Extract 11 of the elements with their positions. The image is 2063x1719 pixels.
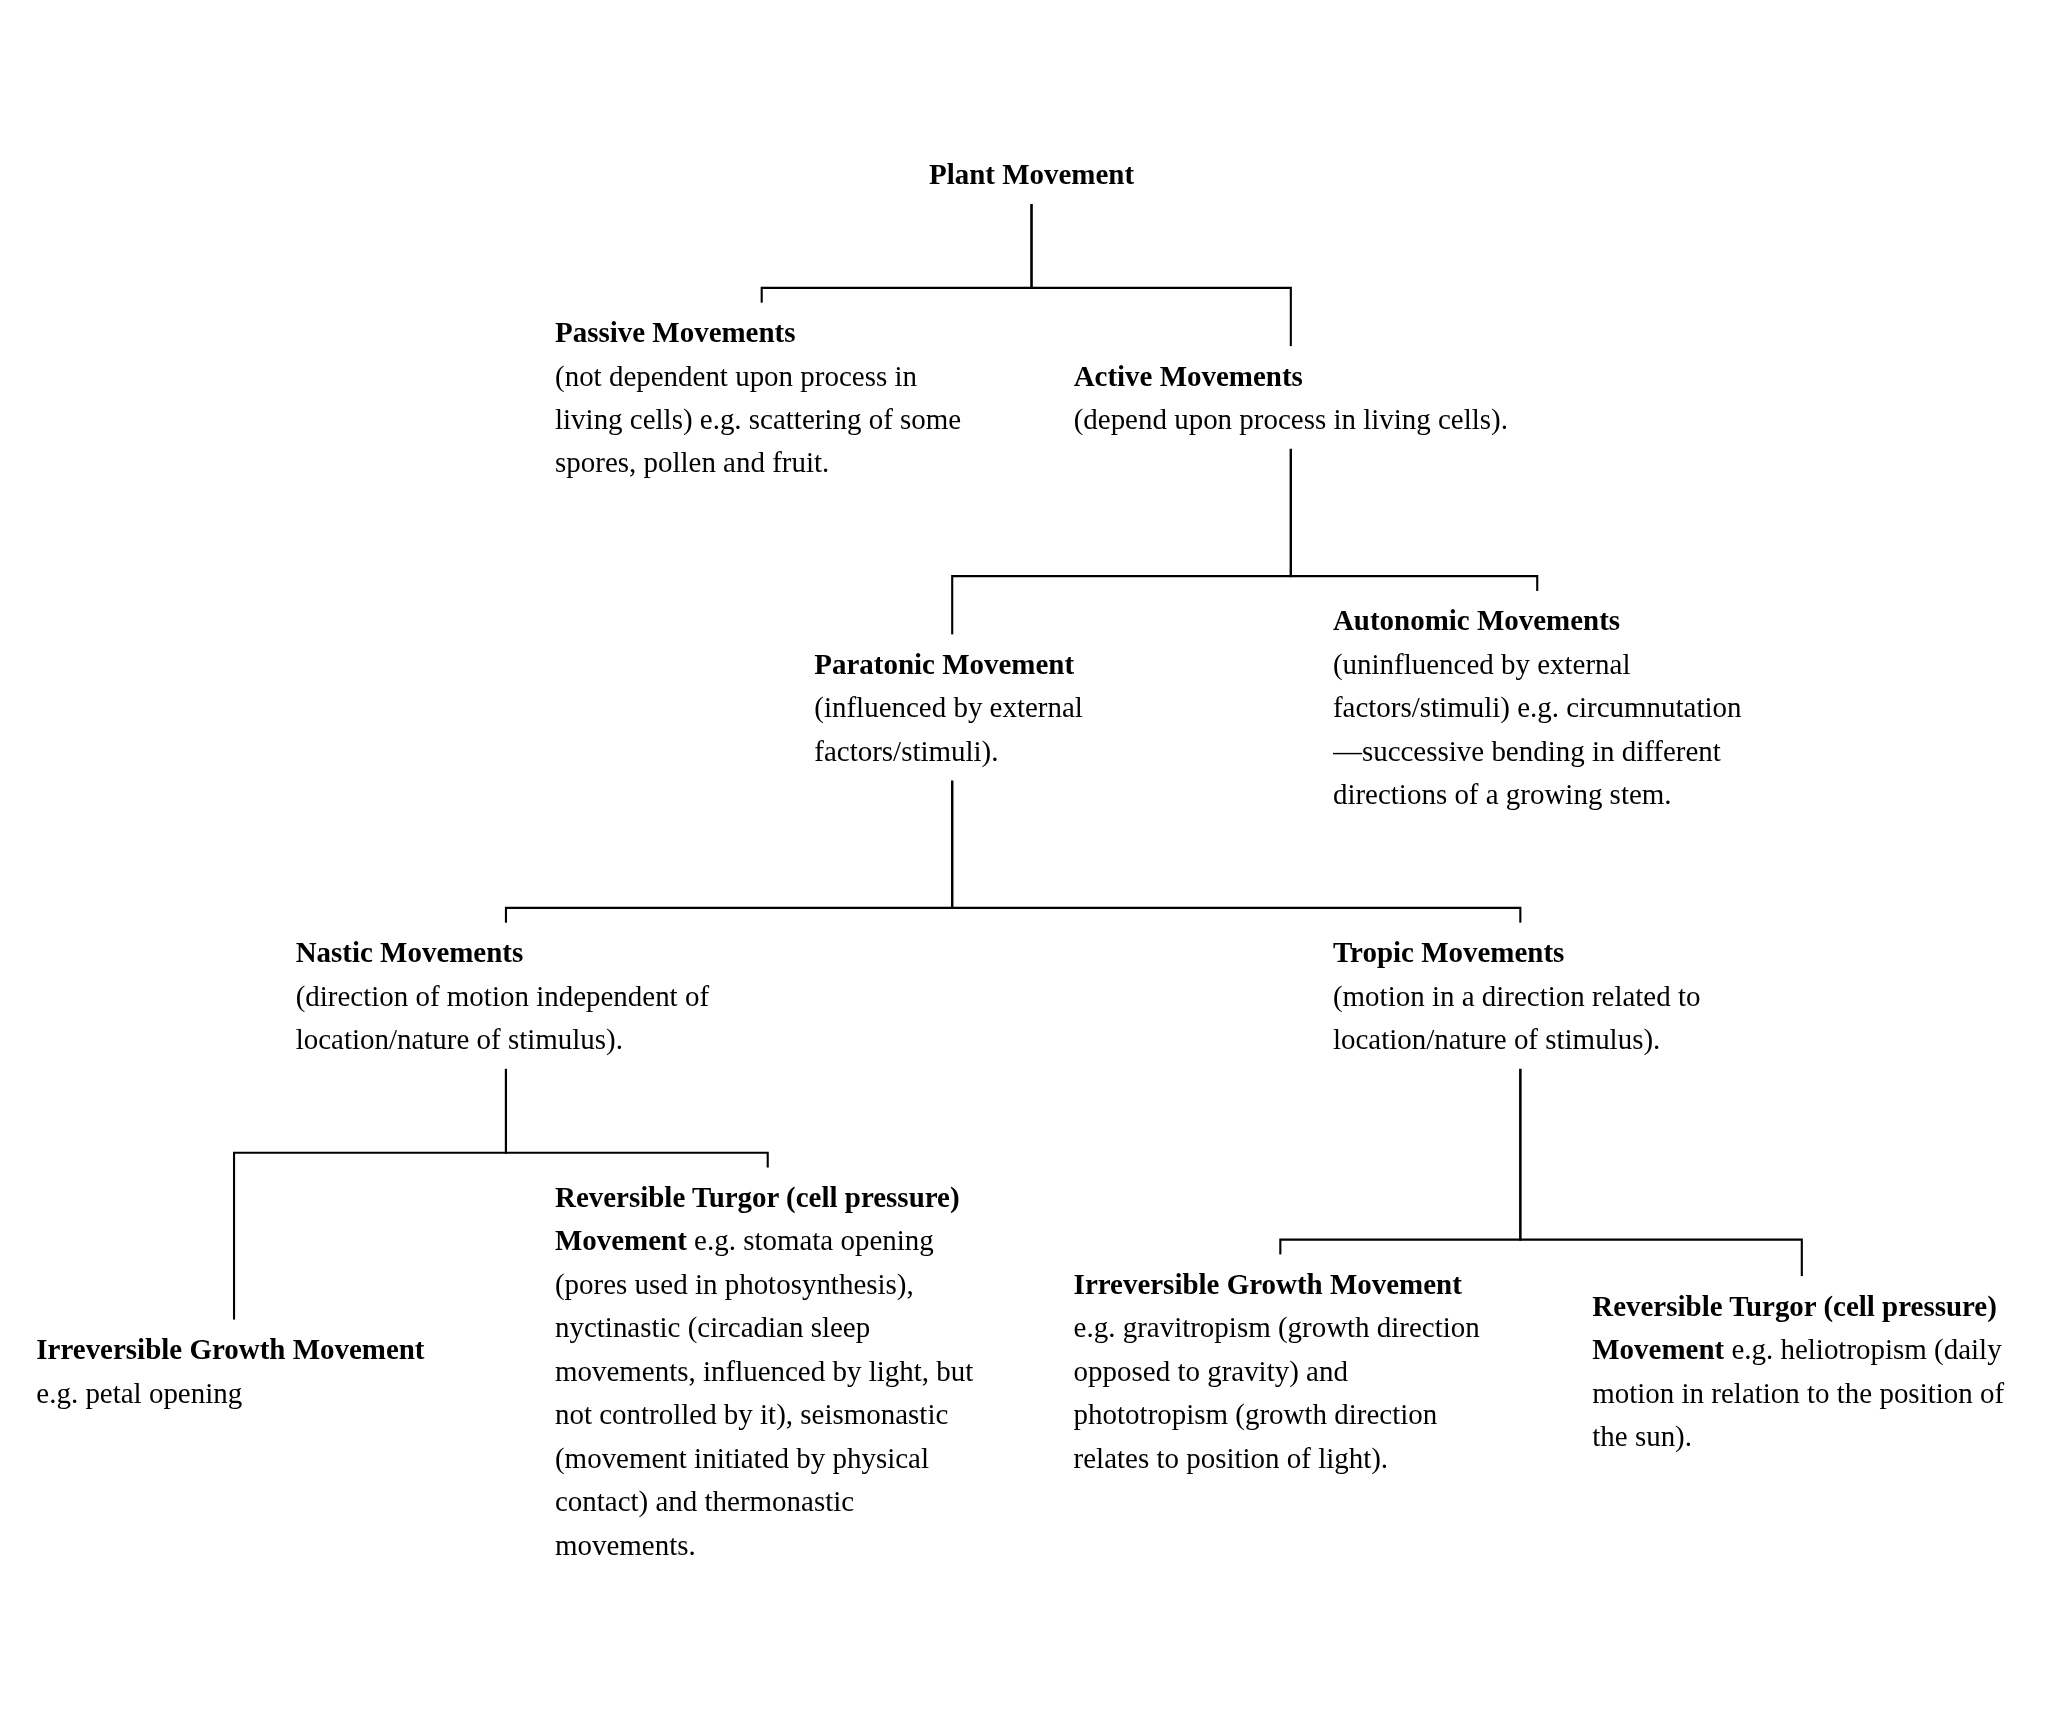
node-text: Nastic Movements (direction of motion independent of location/nature of stimulus).	[295, 935, 710, 1056]
node-text: Irreversible Growth Movement e.g. petal opening	[36, 1332, 425, 1410]
node-text: Plant Movement	[928, 157, 1135, 191]
node-text: Reversible Turgor (cell pressure) Movement e.g. heliotropism (daily motion in relation to the position of the sun).	[1592, 1289, 2005, 1453]
node-text: Passive Movements (not dependent upon process in living cells) e.g. scattering of some spores, pollen and fruit.	[555, 315, 962, 480]
node-text: Paratonic Movement (influenced by external factors/stimuli).	[814, 647, 1083, 768]
node-text: Irreversible Growth Movement e.g. gravitropism (growth direction opposed to gravity) and phototropism (growth direction relates to position of light).	[1073, 1267, 1480, 1475]
node-text: Active Movements (depend upon process in living cells).	[1073, 359, 1508, 436]
node-text: Autonomic Movements (uninfluenced by external factors/stimuli) e.g. circumnutation—successive bending in different directions of a growing stem.	[1332, 604, 1742, 811]
node-text: Reversible Turgor (cell pressure) Movement e.g. stomata opening (pores used in photosynthesis), nyctinastic (circadian sleep movements, influenced by light, but not controlled by it), seismonastic (movement initiated by physical contact) and thermonastic movements.	[554, 1180, 974, 1562]
node-text: Tropic Movements (motion in a direction related to location/nature of stimulus).	[1332, 935, 1701, 1056]
